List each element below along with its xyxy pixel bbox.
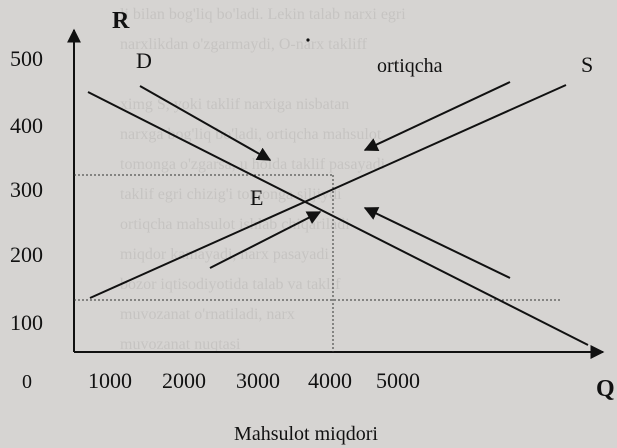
supply-label: S: [581, 52, 593, 77]
x-tick-label: 5000: [376, 368, 420, 393]
arrow-price-up: [363, 207, 511, 279]
y-tick-label: 400: [10, 113, 43, 138]
background-text-line: miqdor kamayadi, narx pasayadi: [120, 246, 329, 263]
background-text-line: muvozanat nuqtasi: [120, 336, 241, 353]
x-tick-label: 3000: [236, 368, 280, 393]
surplus-label: ortiqcha: [377, 55, 443, 77]
origin-label: 0: [22, 371, 32, 393]
y-tick-labels: 500 400 300 200 100: [10, 46, 43, 335]
background-text: li bilan bog'liq bo'ladi. Lekin talab na…: [120, 0, 617, 420]
y-tick-label: 300: [10, 177, 43, 202]
demand-label: D: [136, 48, 152, 73]
background-text-line: taklif egri chizig'i tomonga siljiydi: [120, 186, 342, 203]
arrow-supply-up: [209, 211, 322, 269]
background-text-line: bozor iqtisodiyotida talab va taklif: [120, 276, 341, 293]
x-tick-label: 2000: [162, 368, 206, 393]
background-text-line: muvozanat o'rnatiladi, narx: [120, 306, 295, 323]
y-tick-label: 200: [10, 242, 43, 267]
supply-curve: [89, 84, 567, 299]
background-text-line: li bilan bog'liq bo'ladi. Lekin talab na…: [120, 6, 406, 23]
background-text-line: tomonga o'zgarsa, u holda taklif pasayad…: [120, 156, 386, 173]
y-axis-label: R: [112, 8, 130, 34]
background-text-line: narxlikdan o'zgarmaydi, O-narx takliff: [120, 36, 367, 53]
x-axis-title: Mahsulot miqdori: [234, 423, 378, 445]
x-tick-labels: 1000 2000 3000 4000 5000: [88, 368, 420, 393]
y-tick-label: 500: [10, 46, 43, 71]
demand-curve: [87, 91, 589, 346]
arrow-demand-down: [139, 85, 272, 161]
background-text-line: ortiqcha mahsulot ishlab chiqariladi: [120, 216, 350, 233]
x-tick-label: 1000: [88, 368, 132, 393]
background-text-line: ximg S, yoki taklif narxiga nisbatan: [120, 96, 350, 113]
y-tick-label: 100: [10, 310, 43, 335]
print-mark: [306, 38, 310, 42]
arrow-surplus: [363, 81, 511, 151]
x-tick-label: 4000: [308, 368, 352, 393]
equilibrium-label: E: [250, 185, 263, 210]
x-axis-label: Q: [596, 376, 615, 402]
background-text-line: narxga bog'liq bo'ladi, ortiqcha mahsulo…: [120, 126, 382, 143]
